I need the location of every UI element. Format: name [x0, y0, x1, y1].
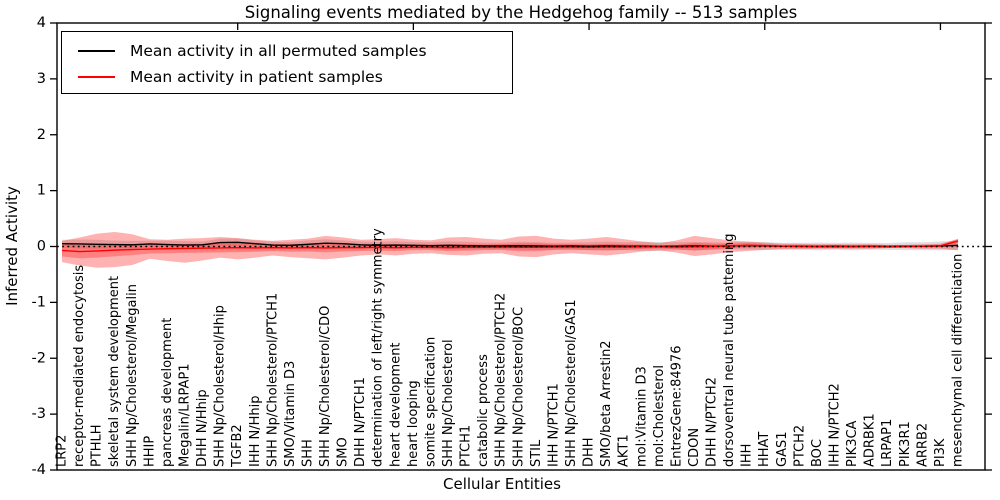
x-tick-label: LRPAP1 [880, 419, 895, 467]
legend-label-permuted: Mean activity in all permuted samples [130, 42, 427, 60]
x-tick-label: SHH Np/Cholesterol [441, 339, 456, 467]
x-tick-label: TGFB2 [230, 424, 245, 468]
y-tick-label: 3 [37, 71, 46, 87]
x-tick-label: IHH N/PTCH1 [546, 383, 561, 467]
x-tick-label: SMO/Vitamin D3 [283, 361, 298, 467]
x-tick-label: heart development [388, 342, 403, 467]
legend-label-patient: Mean activity in patient samples [130, 68, 383, 86]
x-tick-label: receptor-mediated endocytosis [72, 265, 87, 467]
x-tick-label: BOC [810, 439, 825, 467]
x-tick-label: EntrezGene:84976 [669, 346, 684, 467]
x-tick-label: IHH N/PTCH2 [828, 383, 843, 467]
x-tick-label: DHH N/PTCH2 [705, 377, 720, 467]
x-tick-label: GAS1 [775, 432, 790, 468]
x-tick-label: SHH Np/Cholesterol/Megalin [125, 284, 140, 467]
y-tick-label: 0 [37, 239, 46, 255]
x-tick-label: SHH Np/Cholesterol/CDO [318, 306, 333, 467]
x-tick-label: skeletal system development [107, 276, 122, 467]
x-tick-label: PTCH1 [459, 425, 474, 467]
x-tick-label: DHH N/Hhip [195, 389, 210, 467]
x-tick-label: IHH [740, 444, 755, 467]
x-tick-label: SHH [300, 439, 315, 467]
y-tick-label: -3 [32, 406, 46, 422]
x-tick-label: LRP2 [55, 435, 70, 467]
legend-item-permuted: Mean activity in all permuted samples [78, 38, 512, 64]
y-tick-label: 1 [37, 183, 46, 199]
y-tick-label: -1 [32, 294, 46, 310]
x-tick-label: PTCH2 [792, 425, 807, 467]
x-tick-label: Megalin/LRPAP1 [177, 363, 192, 467]
x-tick-label: DHH [582, 437, 597, 467]
x-tick-label: SHH Np/Cholesterol/BOC [511, 307, 526, 467]
x-tick-label: SHH Np/Cholesterol/PTCH2 [494, 293, 509, 467]
x-tick-label: SHH Np/Cholesterol/PTCH1 [265, 293, 280, 467]
x-tick-label: heart looping [406, 380, 421, 467]
x-tick-label: mesenchymal cell differentiation [951, 254, 966, 467]
x-tick-label: somite specification [423, 337, 438, 467]
x-tick-label: mol:Cholesterol [652, 365, 667, 467]
chart-title: Signaling events mediated by the Hedgeho… [244, 3, 798, 22]
x-tick-label: DHH N/PTCH1 [353, 377, 368, 467]
x-tick-label: HHIP [142, 436, 157, 467]
x-tick-label: PTHLH [90, 424, 105, 467]
x-tick-label: SMO [336, 437, 351, 467]
x-tick-label: PI3K [933, 438, 948, 467]
x-tick-label: mol:Vitamin D3 [634, 366, 649, 467]
x-tick-label: ADRBK1 [863, 413, 878, 467]
legend-line-permuted-swatch [78, 50, 115, 52]
x-tick-label: HHAT [757, 432, 772, 467]
patient-std-band [62, 231, 958, 268]
x-tick-label: pancreas development [160, 318, 175, 467]
legend-line-patient-swatch [78, 76, 115, 78]
y-tick-label: -4 [32, 462, 46, 478]
x-tick-label: PIK3CA [845, 420, 860, 467]
patient-inner-band [62, 238, 958, 259]
legend-box: Mean activity in all permuted samples Me… [61, 31, 513, 94]
x-tick-label: PIK3R1 [898, 421, 913, 467]
x-tick-label: SHH Np/Cholesterol/GAS1 [564, 299, 579, 467]
legend-item-patient: Mean activity in patient samples [78, 64, 512, 90]
x-axis-label: Cellular Entities [443, 475, 561, 493]
x-tick-label: ARRB2 [915, 423, 930, 467]
y-tick-label: 2 [37, 127, 46, 143]
x-tick-label: SHH Np/Cholesterol/Hhip [213, 305, 228, 467]
y-tick-label: 4 [37, 15, 46, 31]
x-tick-label: CDON [687, 428, 702, 467]
x-tick-label: STIL [529, 439, 544, 467]
y-tick-label: -2 [32, 350, 46, 366]
x-tick-label: IHH N/Hhip [248, 396, 263, 468]
x-tick-label: catabolic process [476, 354, 491, 467]
x-tick-label: determination of left/right symmetry [371, 228, 386, 467]
x-tick-label: AKT1 [617, 434, 632, 467]
x-tick-label: SMO/beta Arrestin2 [599, 340, 614, 467]
x-tick-label: dorsoventral neural tube patterning [722, 234, 737, 467]
y-axis-label: Inferred Activity [3, 186, 21, 306]
